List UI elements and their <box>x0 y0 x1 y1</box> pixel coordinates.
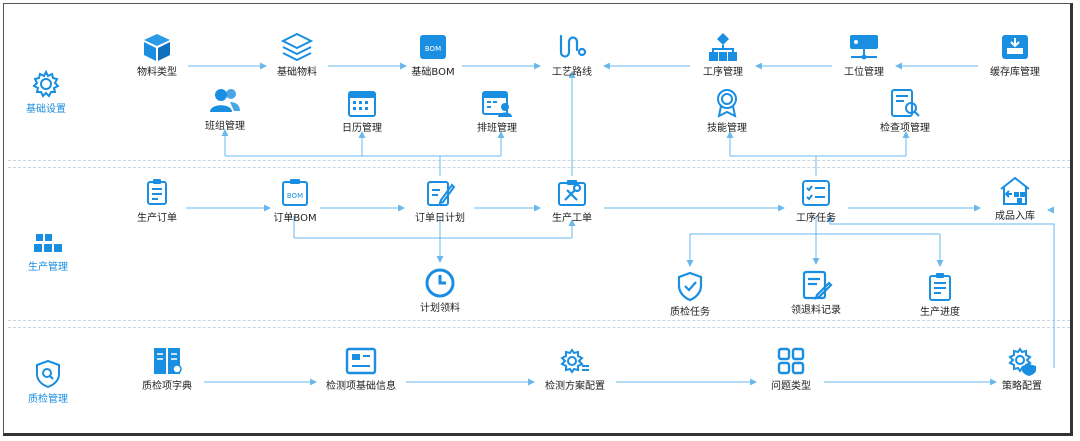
section-quality: 质检管理 <box>3 358 93 406</box>
node-basic-bom[interactable]: BOM 基础BOM <box>378 30 488 79</box>
bom-clipboard-icon: BOM <box>282 179 308 206</box>
users-icon <box>210 89 240 112</box>
edit-document-icon <box>427 181 456 206</box>
node-prod-work-order[interactable]: 生产工单 <box>517 176 627 225</box>
section-basic-settings: 基础设置 <box>1 68 91 116</box>
server-icon <box>850 35 878 60</box>
node-order-bom[interactable]: BOM 订单BOM <box>240 176 350 225</box>
calendar-icon <box>348 91 376 117</box>
node-process-task[interactable]: 工序任务 <box>761 176 871 225</box>
award-icon <box>717 89 737 118</box>
node-order-daily-plan[interactable]: 订单日计划 <box>385 176 495 225</box>
node-process-route[interactable]: 工艺路线 <box>517 30 627 79</box>
clock-icon <box>425 268 455 298</box>
gear-icon <box>32 69 60 98</box>
list-clipboard-icon <box>929 273 951 301</box>
shield-search-icon <box>36 359 60 389</box>
node-skill-mgmt[interactable]: 技能管理 <box>672 86 782 135</box>
checklist-icon <box>802 180 830 206</box>
section-divider <box>8 320 1070 321</box>
layers-icon <box>280 32 314 62</box>
id-card-icon <box>345 347 377 375</box>
node-process-mgmt[interactable]: 工序管理 <box>668 30 778 79</box>
book-icon <box>154 348 182 374</box>
node-plan-picking[interactable]: 计划领料 <box>385 266 495 315</box>
section-divider <box>8 160 1070 161</box>
node-inspect-plan-config[interactable]: 检测方案配置 <box>520 344 630 393</box>
document-edit-icon <box>802 270 833 300</box>
node-inspect-item-info[interactable]: 检测项基础信息 <box>306 344 416 393</box>
node-qc-item-dict[interactable]: 质检项字典 <box>112 344 222 393</box>
svg-text:BOM: BOM <box>287 192 303 200</box>
section-production: 生产管理 <box>3 226 93 274</box>
diagram-frame <box>3 3 1073 436</box>
shield-check-icon <box>677 271 703 302</box>
section-divider <box>8 327 1070 328</box>
section-label: 基础设置 <box>26 104 66 115</box>
clipboard-icon <box>147 179 167 205</box>
section-label: 生产管理 <box>28 262 68 273</box>
node-qc-task[interactable]: 质检任务 <box>635 270 745 319</box>
document-search-icon <box>891 89 920 117</box>
node-shift-mgmt[interactable]: 排班管理 <box>442 86 552 135</box>
grid-icon <box>777 347 805 375</box>
node-station-mgmt[interactable]: 工位管理 <box>809 30 919 79</box>
inbox-download-icon <box>1002 35 1028 59</box>
node-finished-inbound[interactable]: 成品入库 <box>960 174 1070 223</box>
node-problem-type[interactable]: 问题类型 <box>736 344 846 393</box>
node-team-mgmt[interactable]: 班组管理 <box>170 84 280 133</box>
node-prod-progress[interactable]: 生产进度 <box>885 270 995 319</box>
node-prod-order[interactable]: 生产订单 <box>102 176 212 225</box>
blocks-icon <box>34 234 62 252</box>
section-label: 质检管理 <box>28 394 68 405</box>
link-strategy-feedback <box>826 215 1055 368</box>
cube-icon <box>144 34 170 61</box>
node-material-type[interactable]: 物料类型 <box>102 30 212 79</box>
gear-list-icon <box>560 348 589 374</box>
hierarchy-icon <box>709 33 737 61</box>
node-buffer-mgmt[interactable]: 缓存库管理 <box>960 30 1070 79</box>
calendar-user-icon <box>482 91 512 117</box>
warehouse-icon <box>1000 176 1030 205</box>
route-icon <box>559 34 587 58</box>
node-basic-material[interactable]: 基础物料 <box>242 30 352 79</box>
node-inspect-item-mgmt[interactable]: 检查项管理 <box>850 86 960 135</box>
node-pick-return-record[interactable]: 领退料记录 <box>761 268 871 317</box>
gear-shield-icon <box>1008 347 1036 376</box>
tools-clipboard-icon <box>558 180 586 206</box>
node-strategy-config[interactable]: 策略配置 <box>967 344 1077 393</box>
svg-text:BOM: BOM <box>425 45 441 53</box>
section-divider <box>8 167 1070 168</box>
bom-file-icon: BOM <box>420 35 446 59</box>
node-calendar-mgmt[interactable]: 日历管理 <box>307 86 417 135</box>
